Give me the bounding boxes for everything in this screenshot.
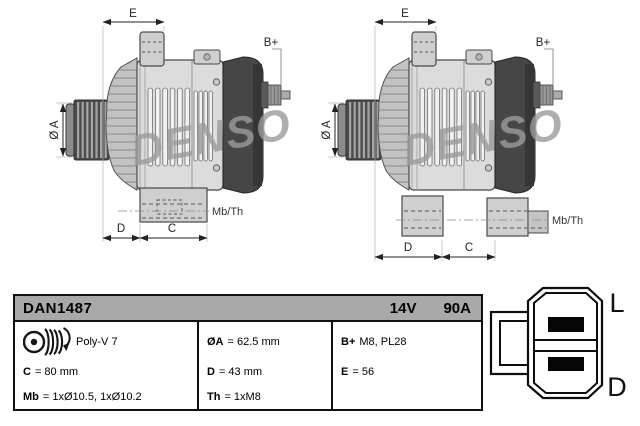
spec-value: = 62.5 mm <box>227 335 280 348</box>
dim-label-e: E <box>401 8 409 20</box>
spec-value: = 1xØ10.5, 1xØ10.2 <box>42 390 142 403</box>
spec-key: D <box>207 366 215 379</box>
spec-row-d: D = 43 mm <box>207 360 331 385</box>
spec-row-mb: Mb = 1xØ10.5, 1xØ10.2 <box>23 385 197 410</box>
pulley-type-label: Poly-V 7 <box>76 336 118 348</box>
spec-column-2: ØA = 62.5 mm D = 43 mm Th = 1xM8 <box>199 322 333 409</box>
connector-plug-body <box>526 286 604 400</box>
dim-label-d: D <box>404 242 412 254</box>
spec-table-body: Poly-V 7 C = 80 mm Mb = 1xØ10.5, 1xØ10.2… <box>15 322 481 409</box>
dim-label-dia-a: Ø A <box>321 120 333 140</box>
terminal-label-bplus: B+ <box>264 37 279 49</box>
alternator-drawing-right: E Ø A B+ Mb/Th D C <box>321 8 583 261</box>
spec-row-dia-a: ØA = 62.5 mm <box>207 324 331 360</box>
technical-drawings: DENSO E Ø A <box>49 8 583 261</box>
spec-key: Th <box>207 390 221 403</box>
terminal-label-bplus: B+ <box>536 37 551 49</box>
dim-label-c: C <box>465 242 473 254</box>
bottom-foot-left <box>118 187 209 223</box>
mount-label-mbth: Mb/Th <box>212 206 243 218</box>
pin-bottom <box>548 357 584 371</box>
part-number: DAN1487 <box>23 299 93 317</box>
pin-label-d: D <box>607 372 627 402</box>
pin-top <box>548 317 584 332</box>
spec-row-empty <box>341 384 481 409</box>
mount-label-mbth: Mb/Th <box>552 215 583 227</box>
pulley-icon <box>23 327 71 356</box>
bottom-feet-right <box>396 195 549 237</box>
spec-column-1: Poly-V 7 C = 80 mm Mb = 1xØ10.5, 1xØ10.2 <box>15 322 199 409</box>
spec-value: M8, PL28 <box>359 335 407 348</box>
dim-label-d: D <box>117 223 125 235</box>
spec-key: E <box>341 366 349 379</box>
pulley-row: Poly-V 7 <box>23 324 197 360</box>
spec-column-3: B+ M8, PL28 E = 56 <box>333 322 481 409</box>
connector-tab <box>489 310 535 376</box>
spec-row-th: Th = 1xM8 <box>207 384 331 409</box>
spec-row-e: E = 56 <box>341 360 481 385</box>
dim-label-dia-a: Ø A <box>49 120 61 140</box>
spec-value: = 80 mm <box>34 366 79 379</box>
current-value: 90A <box>443 299 471 317</box>
spec-value: = 56 <box>352 366 375 379</box>
connector-diagram: L D <box>489 286 627 402</box>
spec-row-bplus: B+ M8, PL28 <box>341 324 481 360</box>
alternator-body-left <box>66 32 295 193</box>
alternator-drawing-left: E Ø A B+ Mb/Th D C <box>49 8 295 242</box>
dim-label-c: C <box>168 223 176 235</box>
dim-label-e: E <box>129 8 137 20</box>
dimensions-left: E Ø A B+ Mb/Th D C <box>49 8 282 242</box>
spec-key: ØA <box>207 335 224 348</box>
dimensions-right: E Ø A B+ Mb/Th D C <box>321 8 583 261</box>
spec-row-c: C = 80 mm <box>23 360 197 385</box>
spec-value: = 43 mm <box>218 366 263 379</box>
spec-table-header: DAN1487 14V 90A <box>15 296 481 322</box>
spec-table: DAN1487 14V 90A Poly-V 7 <box>13 294 483 411</box>
alternator-body-right <box>338 32 567 193</box>
spec-key: C <box>23 366 31 379</box>
spec-key: B+ <box>341 335 356 348</box>
spec-value: = 1xM8 <box>224 390 261 403</box>
pin-label-l: L <box>609 288 624 318</box>
spec-key: Mb <box>23 390 39 403</box>
voltage-value: 14V <box>389 299 417 317</box>
